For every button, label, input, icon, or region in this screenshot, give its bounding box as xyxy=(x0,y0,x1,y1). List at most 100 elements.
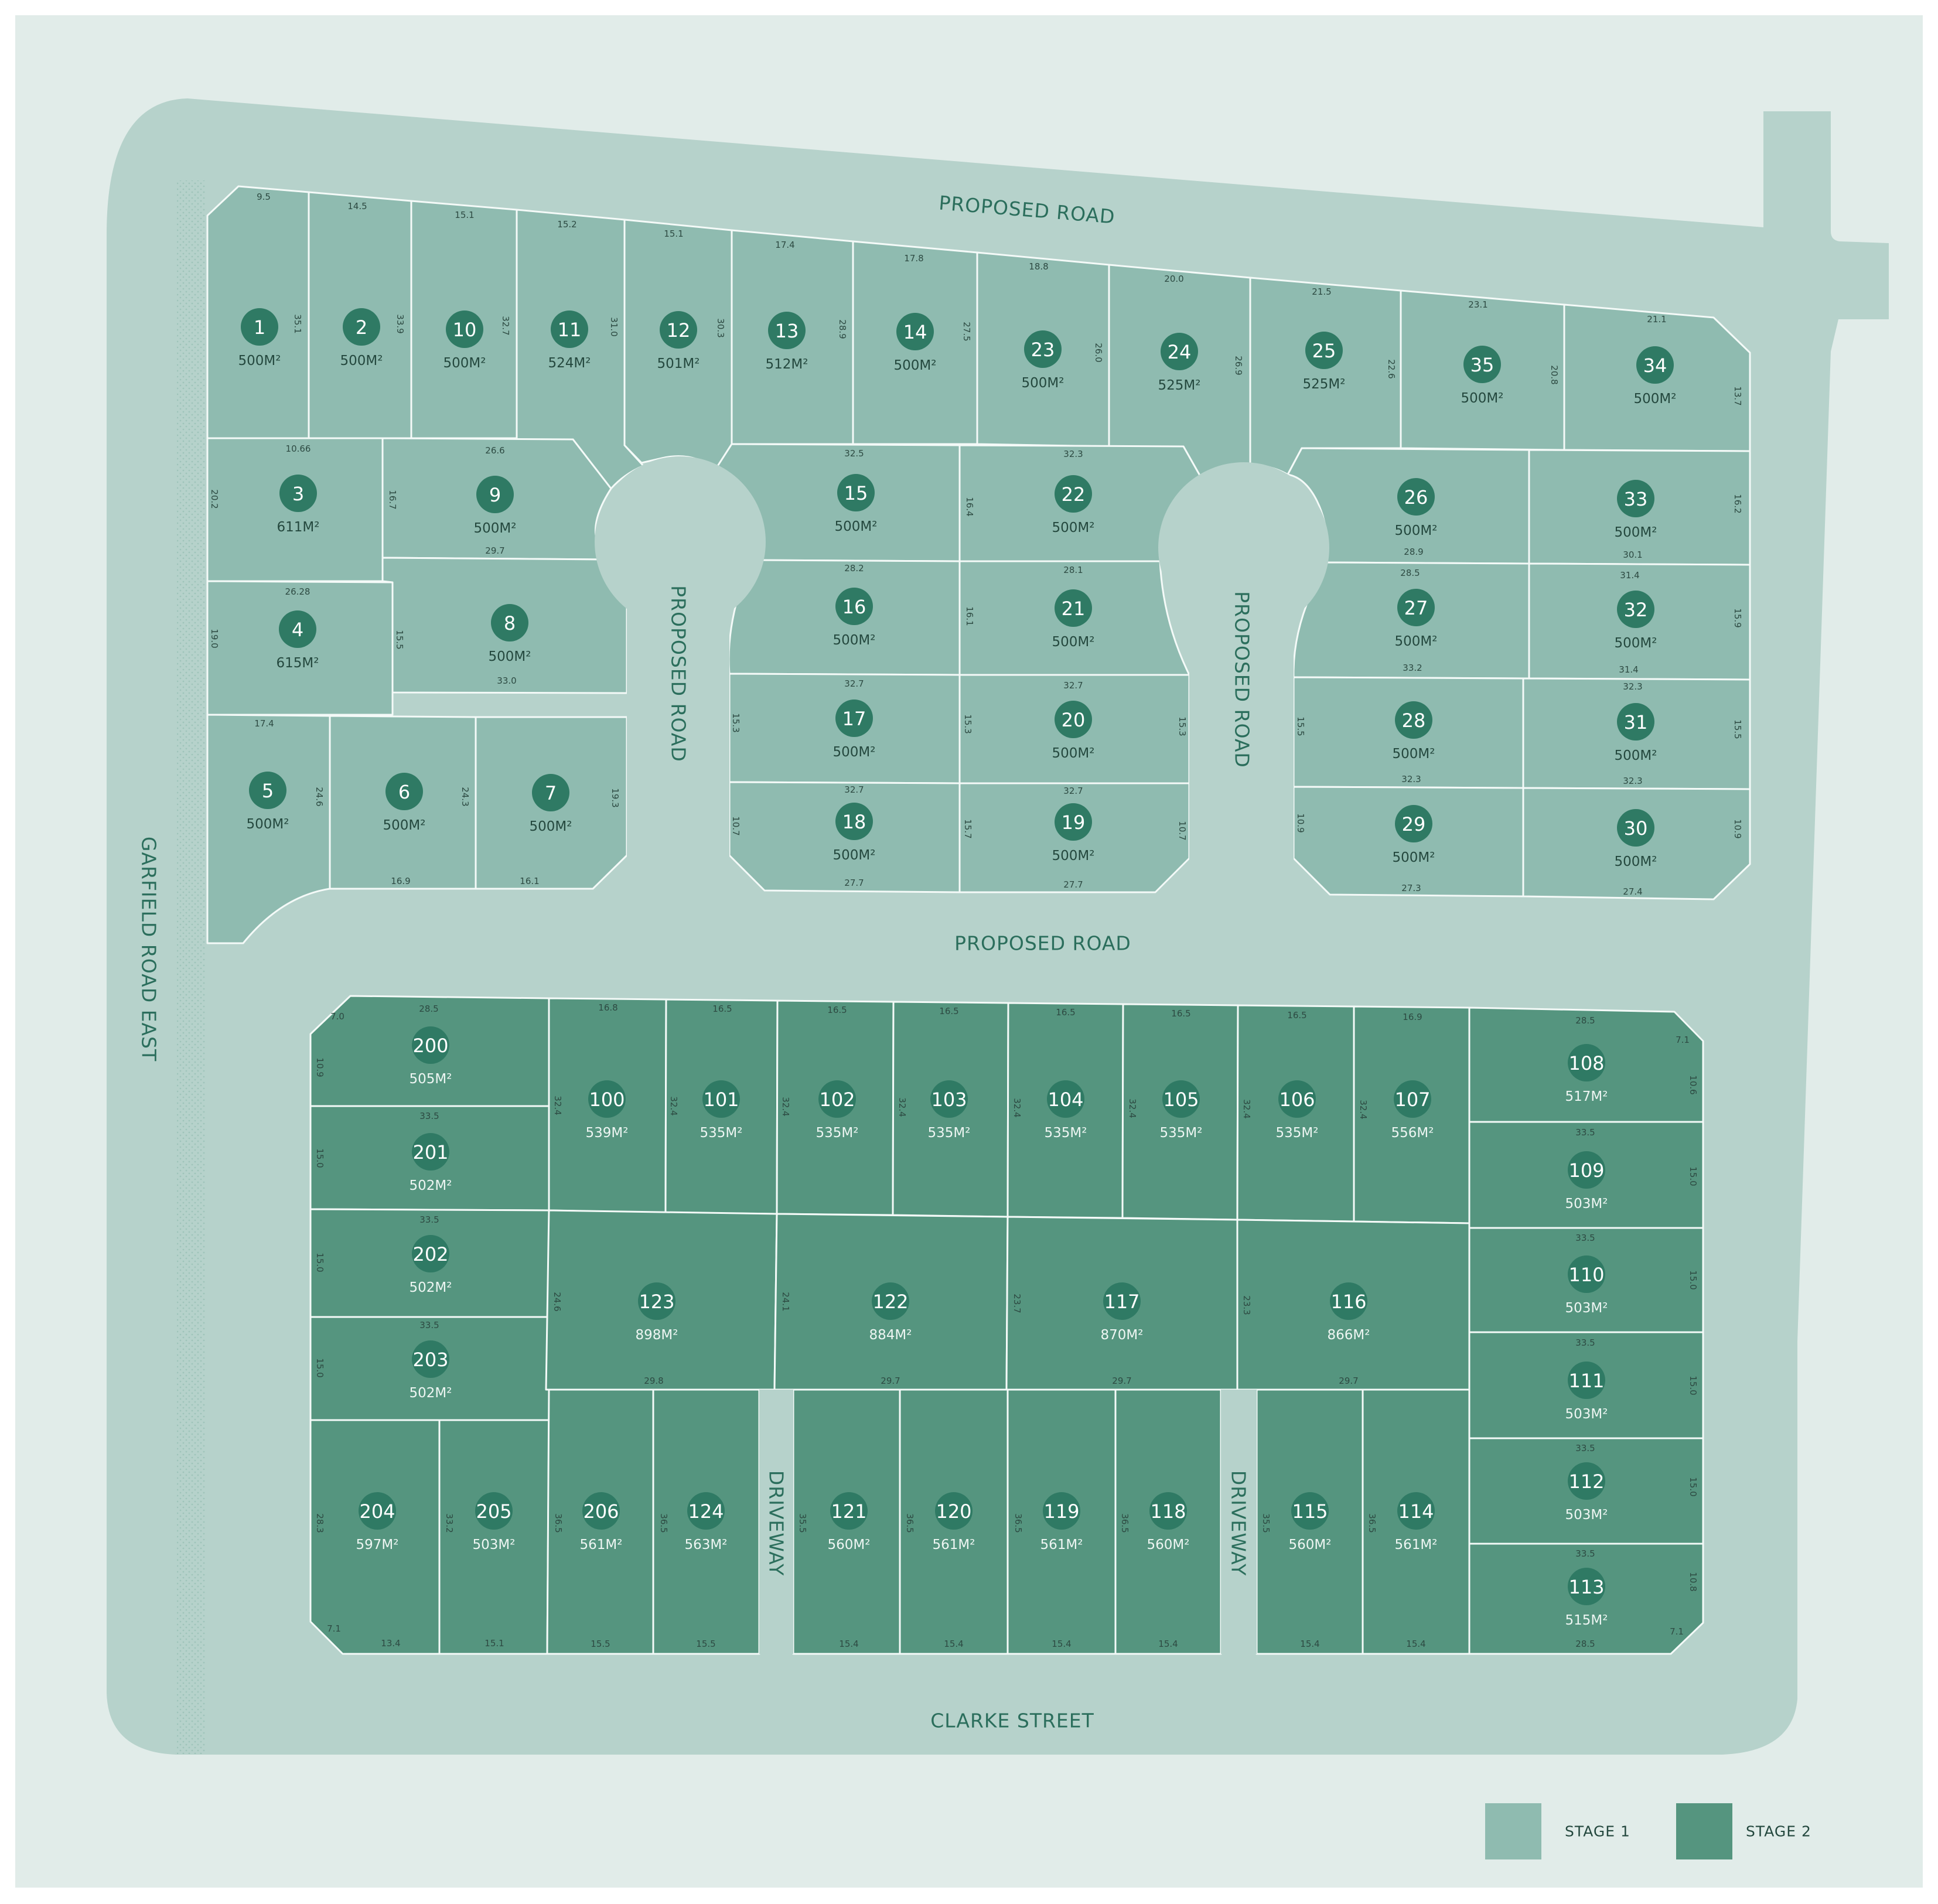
dimension-label: 14.5 xyxy=(347,201,367,211)
dimension-label: 27.5 xyxy=(961,322,972,341)
lot-number: 121 xyxy=(831,1500,866,1523)
lot-area: 525M² xyxy=(1158,378,1201,393)
dimension-label: 18.8 xyxy=(1029,261,1048,272)
legend-swatch-stage-2 xyxy=(1676,1803,1732,1859)
lot-number: 34 xyxy=(1643,354,1667,377)
lot-area: 517M² xyxy=(1565,1089,1608,1104)
lot-number: 10 xyxy=(453,319,477,341)
lot-number-badge xyxy=(532,774,569,811)
lot-area: 503M² xyxy=(1565,1507,1608,1523)
lot-25-shape[interactable] xyxy=(1249,277,1402,476)
dimension-label: 16.5 xyxy=(1056,1007,1075,1018)
lot-4-shape[interactable] xyxy=(206,580,394,716)
dimension-label: 10.7 xyxy=(731,816,741,835)
lot-area: 525M² xyxy=(1303,377,1346,392)
lot-5-shape[interactable] xyxy=(206,714,331,944)
lot-area: 535M² xyxy=(700,1125,743,1141)
stage-1-lots xyxy=(206,185,1751,944)
lot-dimensions: 9.514.515.115.215.117.417.818.820.021.52… xyxy=(209,192,1743,1649)
dimension-label: 29.7 xyxy=(485,545,504,556)
lot-204-shape[interactable] xyxy=(309,1419,441,1655)
dimension-label: 32.4 xyxy=(1241,1099,1252,1118)
lot-number-badge xyxy=(1617,480,1654,517)
lot-area: 500M² xyxy=(1052,634,1095,650)
lot-number-badge xyxy=(412,1026,449,1064)
lot-number-badge xyxy=(1568,1151,1605,1189)
lot-number: 109 xyxy=(1568,1159,1604,1182)
lot-number-badge xyxy=(1568,1462,1605,1500)
dimension-label: 16.1 xyxy=(520,876,539,886)
lot-number-badge xyxy=(702,1080,740,1118)
lot-number: 122 xyxy=(872,1291,908,1313)
